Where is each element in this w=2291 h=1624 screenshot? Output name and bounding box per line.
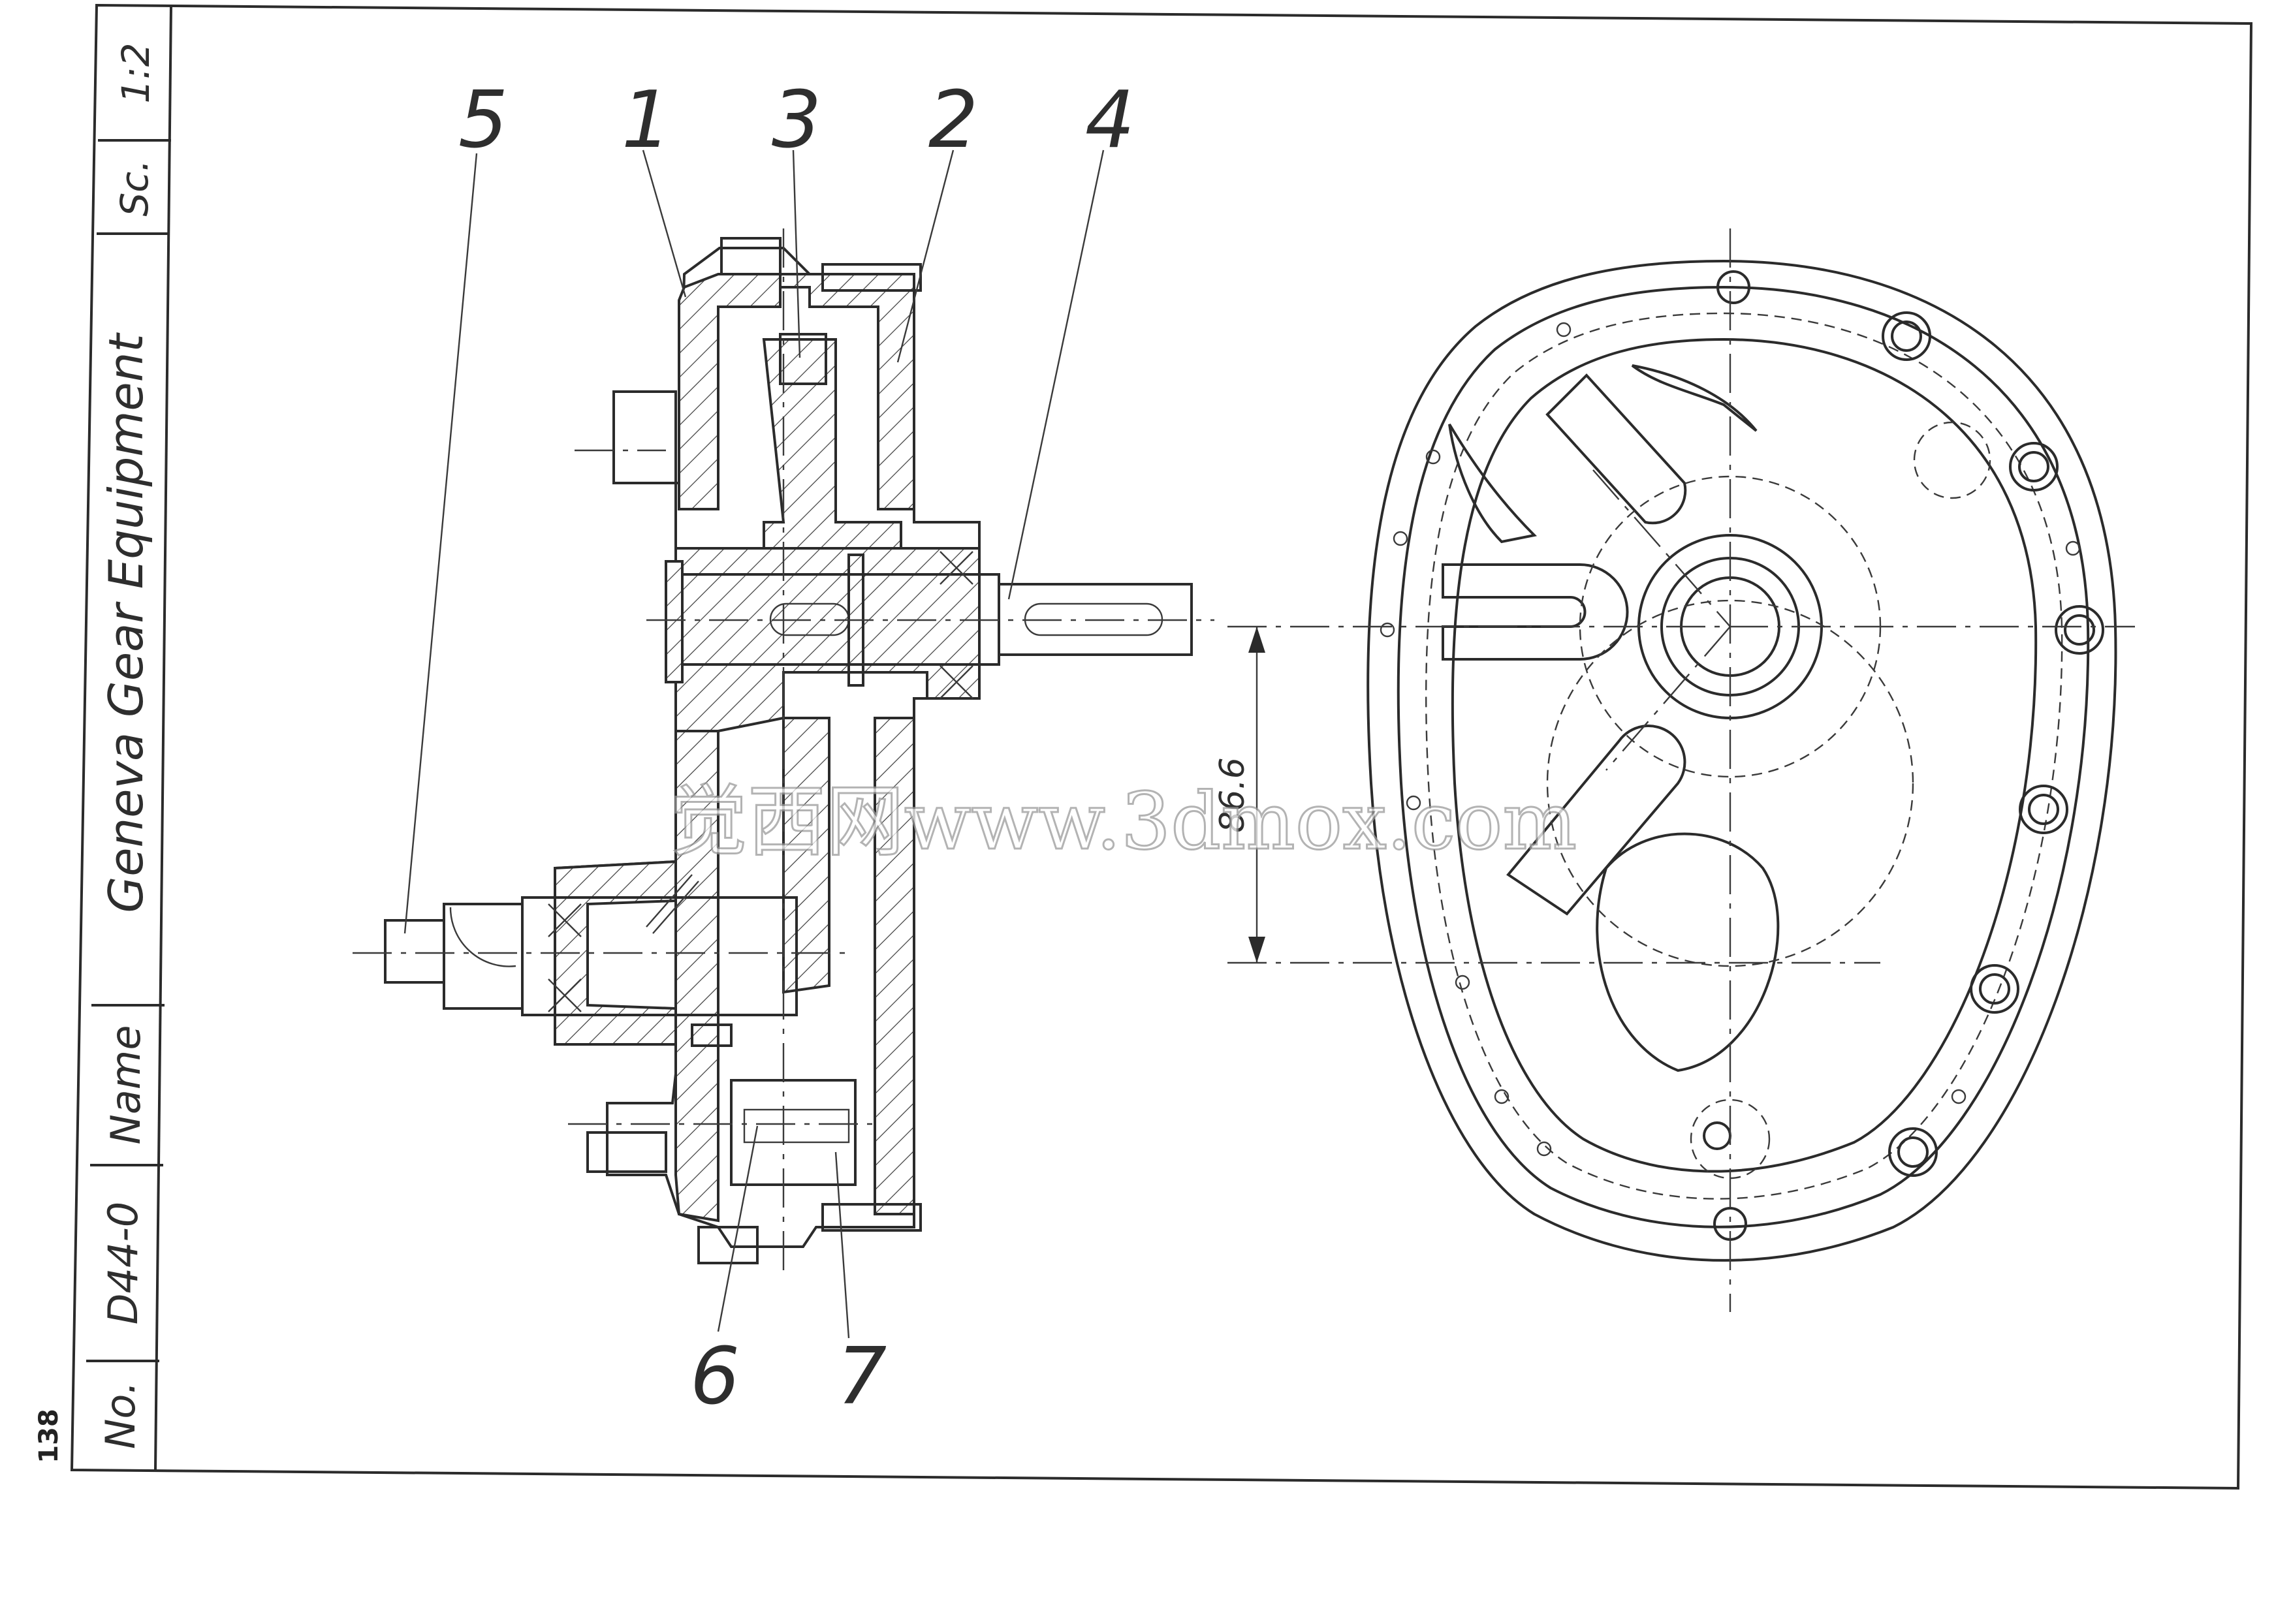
front-view: [1227, 228, 2135, 1312]
part-label-3: 3: [772, 75, 821, 166]
number-label: No.: [97, 1381, 144, 1449]
part-label-4: 4: [1085, 75, 1135, 166]
part-label-7: 7: [837, 1332, 887, 1422]
scale-value: 1:2: [114, 42, 158, 103]
part-label-2: 2: [928, 75, 978, 166]
leader-lines: [403, 149, 1105, 1339]
drawing-number: D44-0: [99, 1202, 147, 1324]
part-label-1: 1: [622, 75, 671, 166]
part-labels: 5 1 3 2 4 6 7: [458, 75, 1135, 1422]
part-label-5: 5: [458, 75, 508, 166]
drawing-title: Geneva Gear Equipment: [99, 332, 153, 913]
watermark: 觉西网www.3dmox.com: [669, 777, 1577, 867]
part-label-6: 6: [690, 1332, 740, 1422]
dimension-86-6: 86.6: [1213, 627, 1265, 963]
title-block: 1:2 Sc. Geneva Gear Equipment Name D44-0…: [86, 42, 171, 1449]
page-number: 138: [34, 1409, 64, 1463]
section-view: [353, 228, 1214, 1273]
name-label: Name: [102, 1025, 150, 1145]
scale-label: Sc.: [112, 159, 157, 216]
drawing-frame: [70, 3, 2253, 1490]
bolt-hole-pattern: [1380, 270, 2104, 1241]
dimension-value: 86.6: [1213, 757, 1252, 833]
